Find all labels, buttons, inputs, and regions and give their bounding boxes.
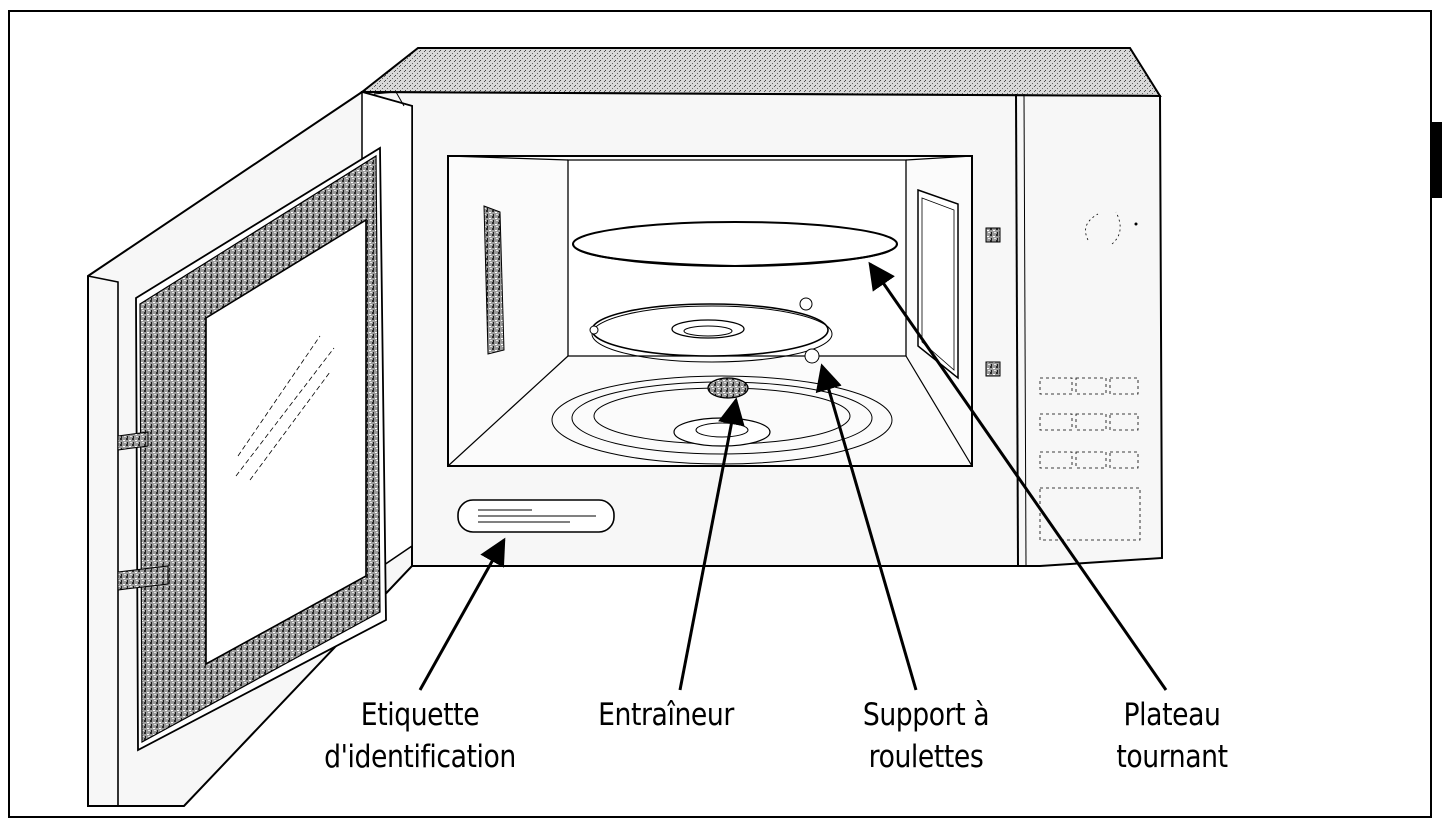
door-latch-lower: [985, 361, 1001, 377]
label-etiquette: Etiquette d'identification: [324, 694, 516, 778]
label-plateau-line1: Plateau: [1123, 697, 1221, 733]
identification-plate: [457, 499, 615, 533]
door-hinge-lower: [117, 565, 169, 591]
drive-coupler: [707, 377, 749, 399]
door-hinge-upper: [117, 431, 149, 451]
label-support-line1: Support à: [862, 697, 990, 733]
label-support-line2: roulettes: [868, 739, 984, 775]
label-support: Support à roulettes: [862, 694, 990, 778]
arrow-etiquette: [418, 537, 506, 691]
arrow-plateau: [868, 261, 1168, 691]
microwave-top: [359, 47, 1162, 98]
label-plateau: Plateau tournant: [1116, 694, 1228, 778]
turntable-plate: [572, 221, 898, 268]
edge-tab: [1432, 122, 1442, 198]
arrow-entraineur: [678, 397, 745, 691]
arrow-support: [815, 363, 918, 691]
label-plateau-line2: tournant: [1116, 739, 1228, 775]
label-entraineur-line1: Entraîneur: [598, 697, 734, 733]
roller-support: [589, 297, 833, 364]
door-latch-upper: [985, 227, 1001, 243]
figure-frame: [8, 10, 1432, 818]
oven-door: [87, 90, 413, 807]
label-etiquette-line2: d'identification: [324, 739, 516, 775]
control-panel: [1039, 211, 1141, 541]
label-etiquette-line1: Etiquette: [360, 697, 480, 733]
leader-lines: [418, 261, 1168, 691]
label-entraineur: Entraîneur: [598, 694, 734, 736]
